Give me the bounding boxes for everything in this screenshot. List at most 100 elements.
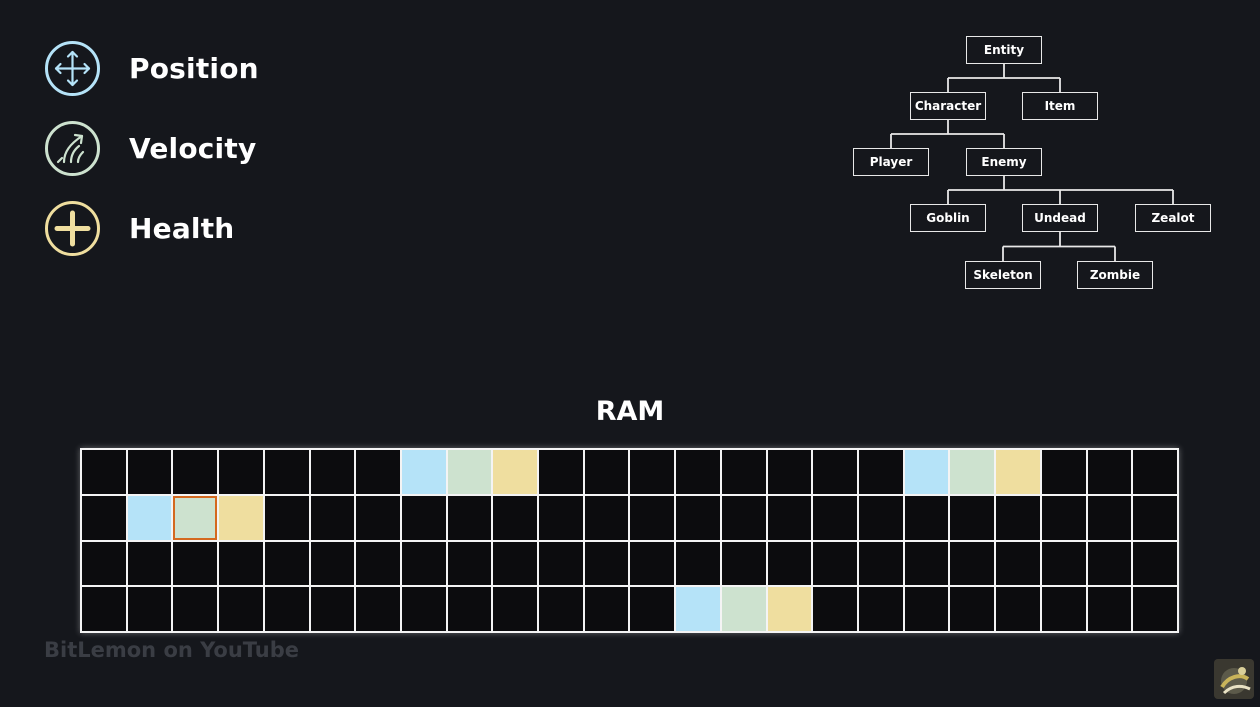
ram-cell xyxy=(767,541,812,586)
legend-position: Position xyxy=(44,40,259,97)
ram-cell xyxy=(996,495,1040,540)
ram-cell xyxy=(264,495,309,540)
ram-cell xyxy=(1133,495,1177,540)
ram-cell xyxy=(447,495,492,540)
ram-cell-position xyxy=(401,450,446,494)
ram-cell xyxy=(82,587,126,631)
ram-cell xyxy=(904,495,949,540)
ram-cell xyxy=(904,541,949,586)
ram-cell xyxy=(721,495,766,540)
ram-cell xyxy=(630,541,675,586)
ram-cell xyxy=(539,541,583,586)
ram-cell xyxy=(82,541,126,586)
ram-cell xyxy=(1087,587,1132,631)
move-arrows-icon xyxy=(44,40,101,97)
ram-cell xyxy=(310,541,355,586)
ram-cell xyxy=(310,495,355,540)
ram-cell xyxy=(1041,450,1086,494)
ram-cell xyxy=(721,541,766,586)
ram-cell xyxy=(493,587,538,631)
ram-cell xyxy=(401,541,446,586)
ram-cell xyxy=(539,587,583,631)
ram-cell xyxy=(173,541,218,586)
legend-label: Velocity xyxy=(129,132,257,165)
ram-cell xyxy=(1087,450,1132,494)
ram-cell xyxy=(264,541,309,586)
ram-cell xyxy=(996,587,1040,631)
ram-cell xyxy=(767,450,812,494)
tree-node-undead: Undead xyxy=(1022,204,1098,232)
tree-node-skeleton: Skeleton xyxy=(965,261,1041,289)
legend-label: Health xyxy=(129,212,235,245)
plus-icon xyxy=(44,200,101,257)
ram-cell xyxy=(630,495,675,540)
ram-cell xyxy=(82,450,126,494)
ram-cell xyxy=(264,587,309,631)
ram-cell xyxy=(904,587,949,631)
ram-cell xyxy=(950,495,995,540)
ram-cell xyxy=(310,450,355,494)
ram-cell xyxy=(676,495,720,540)
ram-cell xyxy=(676,541,720,586)
ram-cell xyxy=(1133,541,1177,586)
tree-node-player: Player xyxy=(853,148,929,176)
ram-cell xyxy=(219,541,263,586)
ram-cell xyxy=(767,495,812,540)
legend-velocity: Velocity xyxy=(44,120,256,177)
ram-cell xyxy=(1087,541,1132,586)
ram-cell xyxy=(584,495,629,540)
ram-cell xyxy=(1133,587,1177,631)
ram-cell xyxy=(173,587,218,631)
ram-title: RAM xyxy=(595,396,665,427)
ram-cell xyxy=(539,450,583,494)
ram-cell-velocity xyxy=(173,495,218,540)
ram-cell xyxy=(1133,450,1177,494)
ram-cell xyxy=(539,495,583,540)
ram-cell xyxy=(676,450,720,494)
ram-cell-velocity xyxy=(950,450,995,494)
ram-cell xyxy=(813,587,858,631)
ram-cell xyxy=(1041,587,1086,631)
ram-cell xyxy=(584,587,629,631)
watermark: BitLemon on YouTube xyxy=(44,638,300,662)
ram-cell xyxy=(721,450,766,494)
tree-node-character: Character xyxy=(910,92,986,120)
ram-cell-position xyxy=(904,450,949,494)
ram-cell xyxy=(859,450,903,494)
ram-cell xyxy=(356,450,400,494)
ram-cell xyxy=(173,450,218,494)
ram-cell-position xyxy=(127,495,172,540)
ram-cell xyxy=(630,587,675,631)
ram-cell xyxy=(1087,495,1132,540)
ram-cell-velocity xyxy=(721,587,766,631)
ram-cell xyxy=(356,495,400,540)
legend-label: Position xyxy=(129,52,259,85)
ram-cell xyxy=(219,587,263,631)
ram-cell xyxy=(1041,541,1086,586)
tree-node-zombie: Zombie xyxy=(1077,261,1153,289)
tree-node-entity: Entity xyxy=(966,36,1042,64)
ram-cell xyxy=(219,450,263,494)
ram-cell xyxy=(950,541,995,586)
ram-cell xyxy=(584,541,629,586)
ram-cell xyxy=(493,541,538,586)
ram-cell-health xyxy=(219,495,263,540)
ram-cell xyxy=(127,541,172,586)
ram-cell xyxy=(813,450,858,494)
ram-grid xyxy=(80,448,1179,633)
ram-cell xyxy=(447,541,492,586)
speed-arrows-icon xyxy=(44,120,101,177)
channel-avatar-icon[interactable] xyxy=(1214,659,1254,699)
ram-cell xyxy=(127,587,172,631)
ram-cell xyxy=(1041,495,1086,540)
ram-cell xyxy=(127,450,172,494)
ram-cell xyxy=(859,541,903,586)
ram-cell xyxy=(82,495,126,540)
ram-cell-velocity xyxy=(447,450,492,494)
tree-node-item: Item xyxy=(1022,92,1098,120)
ram-cell xyxy=(996,541,1040,586)
ram-cell xyxy=(813,541,858,586)
ram-cell xyxy=(447,587,492,631)
ram-cell-health xyxy=(493,450,538,494)
